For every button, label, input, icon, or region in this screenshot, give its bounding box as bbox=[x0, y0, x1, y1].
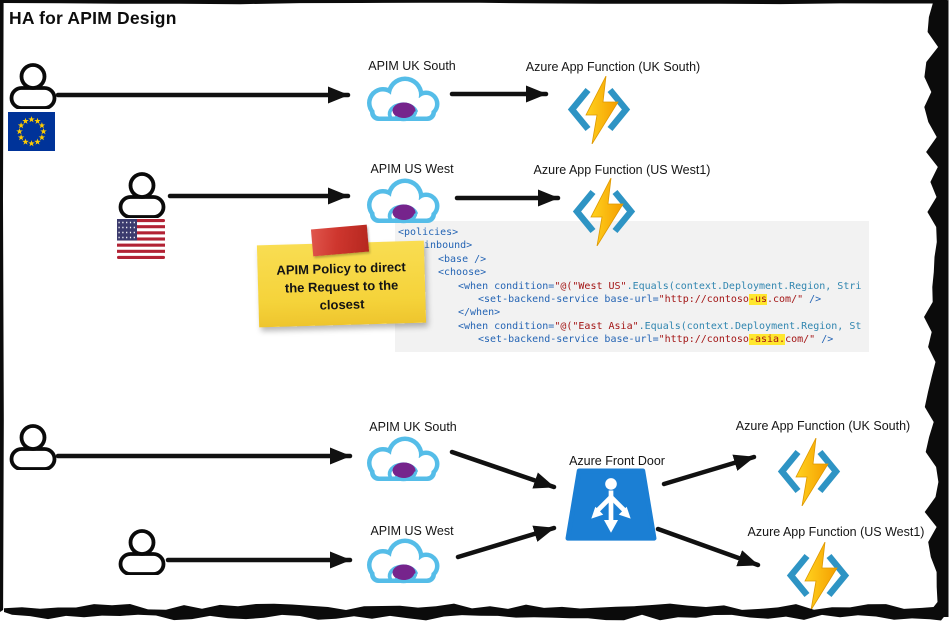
sticky-note-text: APIM Policy to direct the Request to the… bbox=[276, 259, 406, 313]
function-us-west1-label: Azure App Function (US West1) bbox=[533, 163, 711, 177]
apim-uk-south-label: APIM UK South bbox=[368, 59, 456, 73]
apim-us-west-bottom-label: APIM US West bbox=[370, 524, 454, 538]
apim-uk-south-bottom-label: APIM UK South bbox=[369, 420, 457, 434]
user-icon bbox=[9, 63, 57, 109]
azure-apim-cloud-icon bbox=[358, 436, 450, 484]
azure-apim-cloud-icon bbox=[358, 76, 450, 124]
user-icon bbox=[9, 424, 57, 470]
arrow-apim-us-to-frontdoor bbox=[455, 525, 557, 560]
arrow-frontdoor-to-function-us bbox=[655, 526, 761, 568]
arrow-frontdoor-to-function-uk bbox=[661, 454, 757, 487]
azure-function-bolt-icon bbox=[781, 542, 855, 610]
azure-apim-cloud-icon bbox=[358, 538, 450, 586]
user-icon bbox=[118, 529, 166, 575]
function-uk-south-bottom-label: Azure App Function (UK South) bbox=[735, 419, 911, 433]
azure-front-door-icon bbox=[560, 468, 662, 543]
arrow-apim-uk-to-frontdoor bbox=[449, 449, 557, 490]
function-us-west1-bottom-label: Azure App Function (US West1) bbox=[747, 525, 925, 539]
apim-us-west-label: APIM US West bbox=[370, 162, 454, 176]
function-uk-south-label: Azure App Function (UK South) bbox=[525, 60, 701, 74]
eu-flag-icon bbox=[8, 112, 55, 151]
red-tape-icon bbox=[310, 224, 370, 257]
us-flag-icon bbox=[117, 219, 165, 259]
azure-function-bolt-icon bbox=[772, 438, 846, 506]
user-icon bbox=[118, 172, 166, 218]
front-door-label: Azure Front Door bbox=[569, 454, 665, 468]
azure-function-bolt-icon bbox=[562, 76, 636, 144]
page-title: HA for APIM Design bbox=[9, 8, 177, 28]
azure-function-bolt-icon bbox=[567, 178, 641, 246]
policy-code-block: <policies><inbound><base /><choose><when… bbox=[395, 221, 869, 352]
azure-apim-cloud-icon bbox=[358, 178, 450, 226]
